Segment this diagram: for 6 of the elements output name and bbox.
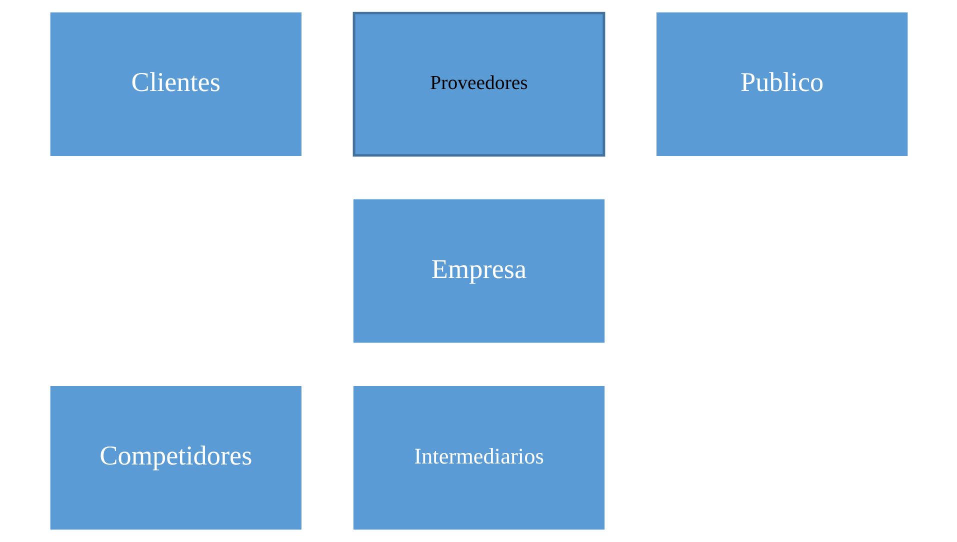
node-box: Proveedores: [352, 12, 605, 157]
node-box: Publico: [656, 12, 908, 156]
node-box: Empresa: [352, 199, 604, 343]
node-box: Clientes: [50, 12, 301, 156]
node-box: Intermediarios: [352, 386, 604, 530]
node-box: Competidores: [50, 386, 301, 530]
